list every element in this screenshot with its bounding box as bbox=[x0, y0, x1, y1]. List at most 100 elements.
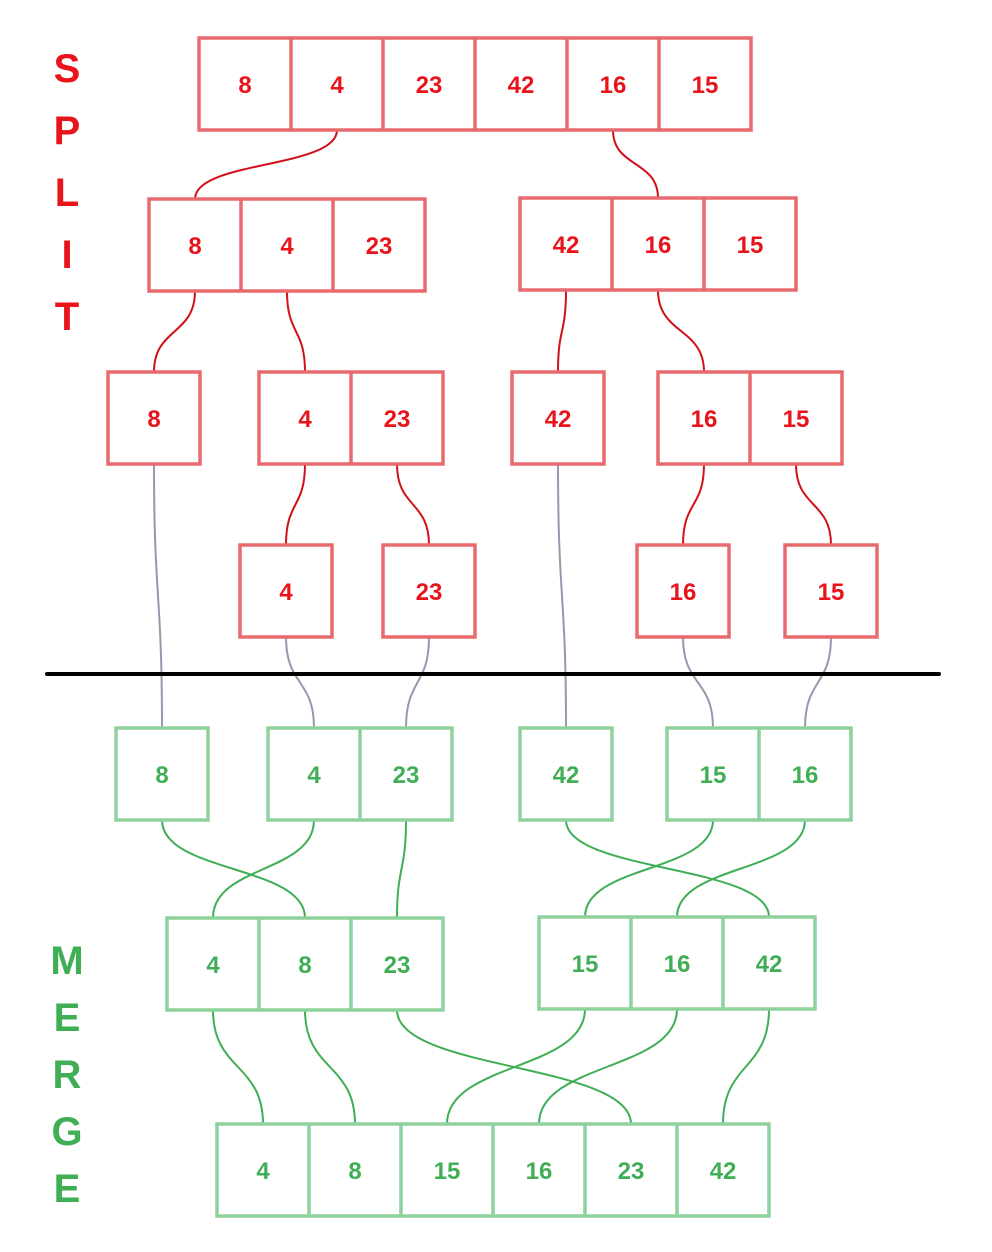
transfer-link bbox=[285, 636, 315, 729]
cell-value: 4 bbox=[279, 579, 293, 606]
merge-link bbox=[722, 1008, 770, 1125]
split-link bbox=[795, 463, 832, 546]
cell-value: 15 bbox=[783, 406, 810, 433]
split-letter: T bbox=[54, 295, 80, 339]
split-letter: I bbox=[61, 233, 73, 277]
cell-value: 8 bbox=[155, 762, 168, 789]
split-link bbox=[612, 129, 659, 199]
split-level4-array-1: 23 bbox=[381, 543, 477, 639]
cell-value: 4 bbox=[280, 233, 294, 260]
cell-value: 8 bbox=[147, 406, 160, 433]
array-box-outline bbox=[114, 726, 210, 822]
array-box-outline bbox=[381, 543, 477, 639]
split-letter: S bbox=[53, 47, 81, 91]
cell-value: 4 bbox=[206, 952, 220, 979]
merge-link bbox=[565, 819, 770, 918]
merge-link bbox=[676, 819, 806, 918]
array-box-outline bbox=[783, 543, 879, 639]
split-level4-array-3: 15 bbox=[783, 543, 879, 639]
cell-value: 4 bbox=[307, 762, 321, 789]
merge-level2-array-1: 15 16 42 bbox=[537, 915, 817, 1011]
cell-value: 8 bbox=[188, 233, 201, 260]
cell-value: 15 bbox=[737, 232, 764, 259]
split-link bbox=[153, 290, 196, 373]
cell-value: 15 bbox=[434, 1158, 461, 1185]
array-box-outline bbox=[537, 915, 817, 1011]
merge-letter: R bbox=[52, 1053, 82, 1097]
split-link bbox=[657, 289, 705, 373]
split-level2-array-1: 42 16 15 bbox=[518, 196, 798, 292]
cell-value: 16 bbox=[664, 951, 691, 978]
merge-link bbox=[446, 1008, 586, 1125]
cell-value: 15 bbox=[700, 762, 727, 789]
array-box-outline bbox=[518, 726, 614, 822]
cell-value: 23 bbox=[366, 233, 393, 260]
array-box-outline bbox=[635, 543, 731, 639]
split-level4-array-2: 16 bbox=[635, 543, 731, 639]
split-level2-array-0: 8 4 23 bbox=[147, 197, 427, 293]
cell-value: 16 bbox=[645, 232, 672, 259]
cell-value: 16 bbox=[600, 72, 627, 99]
array-box-outline bbox=[106, 370, 202, 466]
transfer-link bbox=[557, 463, 567, 729]
array-box-outline bbox=[510, 370, 606, 466]
cell-value: 23 bbox=[618, 1158, 645, 1185]
merge-level1-array-2: 42 bbox=[518, 726, 614, 822]
cell-value: 8 bbox=[298, 952, 311, 979]
split-link bbox=[285, 463, 306, 546]
merge-letter: M bbox=[50, 939, 84, 983]
split-link bbox=[682, 463, 705, 546]
split-letter: P bbox=[53, 109, 81, 153]
transfer-link bbox=[804, 636, 832, 729]
merge-link bbox=[584, 819, 714, 918]
split-level4-array-0: 4 bbox=[238, 543, 334, 639]
cell-value: 42 bbox=[553, 232, 580, 259]
split-link bbox=[194, 129, 338, 200]
merge-letter: G bbox=[51, 1110, 83, 1154]
array-box-outline bbox=[165, 916, 445, 1012]
array-box-outline bbox=[147, 197, 427, 293]
cell-value: 42 bbox=[710, 1158, 737, 1185]
split-link bbox=[396, 463, 430, 546]
merge-link bbox=[161, 819, 306, 919]
cell-value: 15 bbox=[572, 951, 599, 978]
cell-value: 23 bbox=[416, 72, 443, 99]
cell-value: 8 bbox=[348, 1158, 361, 1185]
cell-value: 8 bbox=[238, 72, 251, 99]
array-box-outline bbox=[238, 543, 334, 639]
array-box-outline bbox=[518, 196, 798, 292]
merge-vertical-label: M E R G E bbox=[47, 941, 87, 1226]
split-level3-array-0: 8 bbox=[106, 370, 202, 466]
transfer-link bbox=[405, 636, 430, 729]
cell-value: 4 bbox=[330, 72, 344, 99]
split-link bbox=[557, 289, 567, 373]
split-vertical-label: S P L I T bbox=[47, 49, 87, 359]
merge-letter: E bbox=[53, 996, 81, 1040]
merge-link bbox=[538, 1008, 678, 1125]
split-level3-array-2: 42 bbox=[510, 370, 606, 466]
cell-value: 15 bbox=[818, 579, 845, 606]
cell-value: 23 bbox=[393, 762, 420, 789]
split-letter: L bbox=[54, 171, 80, 215]
cell-value: 15 bbox=[692, 72, 719, 99]
merge-link bbox=[304, 1009, 356, 1125]
cell-value: 4 bbox=[256, 1158, 270, 1185]
merge-level1-array-0: 8 bbox=[114, 726, 210, 822]
cell-value: 16 bbox=[691, 406, 718, 433]
merge-level1-array-1: 4 23 bbox=[266, 726, 454, 822]
cell-value: 23 bbox=[384, 406, 411, 433]
split-link bbox=[286, 290, 306, 373]
merge-link bbox=[396, 819, 407, 919]
merge-letter: E bbox=[53, 1167, 81, 1211]
merge-link bbox=[212, 1009, 264, 1125]
transfer-link bbox=[682, 636, 714, 729]
cell-value: 42 bbox=[756, 951, 783, 978]
cell-value: 16 bbox=[670, 579, 697, 606]
cell-value: 23 bbox=[416, 579, 443, 606]
